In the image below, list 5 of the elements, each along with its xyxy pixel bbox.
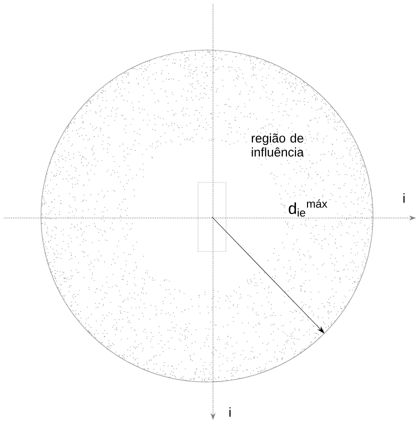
axis-label: i xyxy=(402,192,406,204)
axis-label: i xyxy=(228,406,232,418)
rectangle xyxy=(198,182,226,252)
arrow xyxy=(212,216,324,334)
edge-label: d$_{ie}$máx xyxy=(287,198,329,218)
